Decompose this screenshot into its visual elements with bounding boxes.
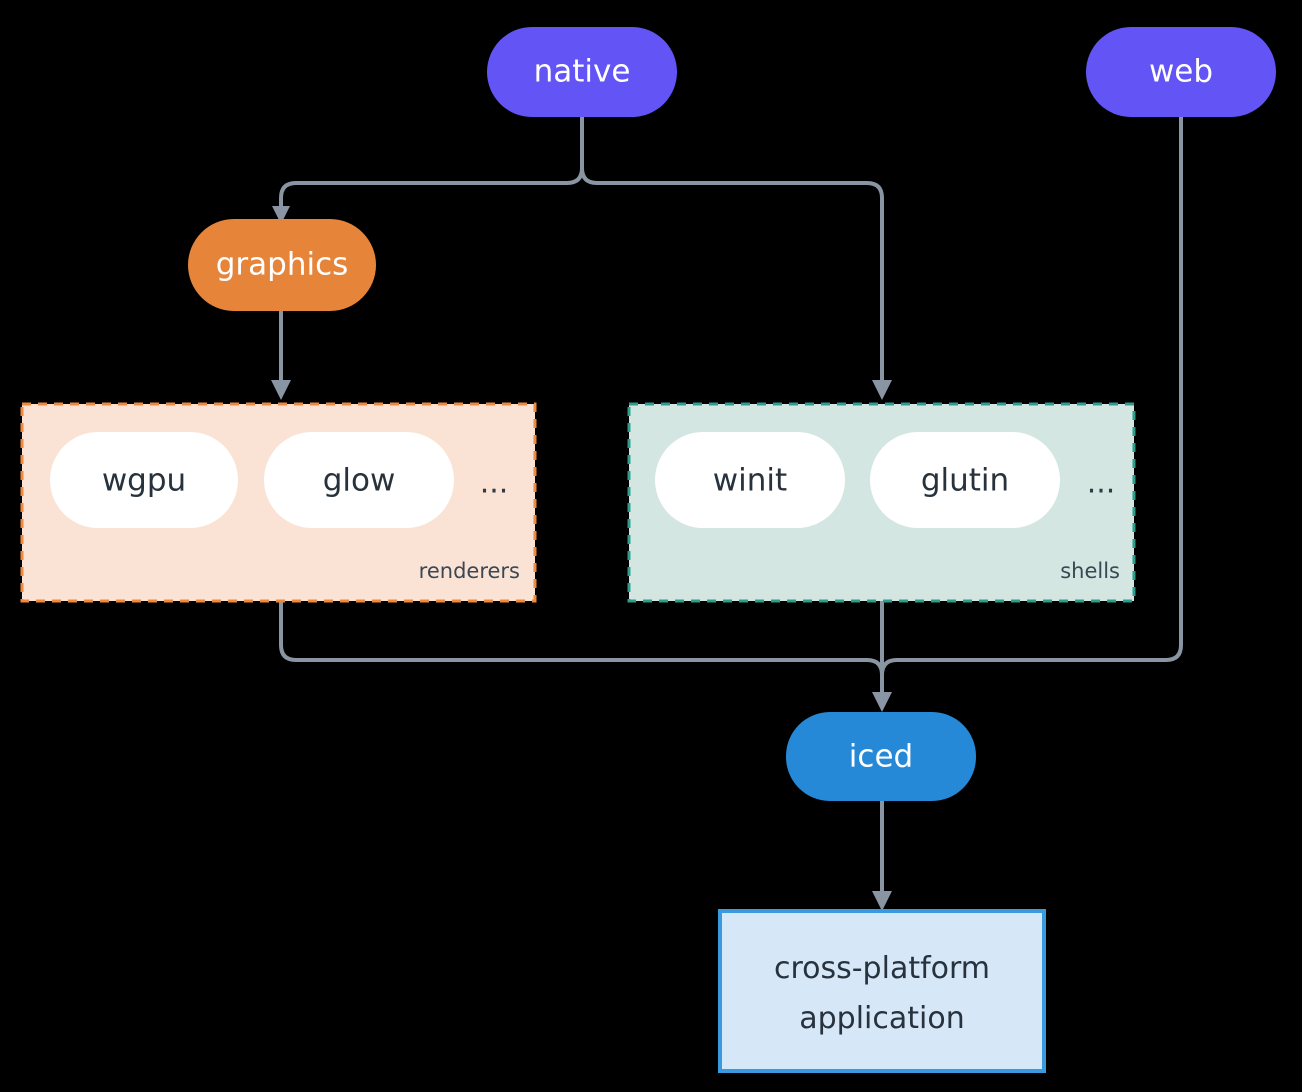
group-shells: winit glutin ... shells [627,402,1136,603]
arrowhead-native-to-graphics [272,206,290,224]
renderer-label-wgpu: wgpu [102,463,186,499]
arrowhead-iced-to-application [872,891,892,911]
native-label: native [534,54,631,90]
arrowhead-merge-to-iced [872,692,892,712]
edge-native-to-graphics [279,115,584,214]
node-native[interactable]: native [487,27,677,117]
application-box-shape [718,909,1046,1073]
shells-ellipsis: ... [1087,466,1116,501]
renderers-group-caption: renderers [419,559,520,583]
arrowhead-graphics-to-renderers [271,380,291,400]
shell-pill-glutin[interactable] [870,432,1060,528]
renderer-pill-wgpu[interactable] [50,432,238,528]
application-label-line-2: application [799,1001,964,1036]
shell-label-glutin: glutin [921,463,1009,499]
node-application[interactable]: cross-platform application [718,909,1046,1073]
edge-renderers-to-iced [279,599,884,698]
graphics-pill-shape [188,219,376,311]
iced-pill-shape [786,712,976,801]
renderers-ellipsis: ... [480,466,509,501]
group-renderers: wgpu glow ... renderers [20,402,537,603]
edge-web-to-iced [880,115,1183,698]
shell-pill-winit[interactable] [655,432,845,528]
node-web[interactable]: web [1086,27,1276,117]
shells-group-caption: shells [1060,559,1120,583]
native-pill-shape [487,27,677,117]
iced-label: iced [849,739,913,775]
web-label: web [1149,54,1213,90]
node-iced[interactable]: iced [786,712,976,801]
graphics-label: graphics [216,247,349,283]
renderer-label-glow: glow [323,463,396,499]
edge-layer [271,115,1183,911]
shell-label-winit: winit [713,463,787,499]
application-label-line-1: cross-platform [774,951,990,986]
edge-native-to-shells [580,115,884,387]
arrowhead-native-to-shells [872,380,892,400]
renderer-pill-glow[interactable] [264,432,454,528]
node-graphics[interactable]: graphics [188,219,376,311]
web-pill-shape [1086,27,1276,117]
